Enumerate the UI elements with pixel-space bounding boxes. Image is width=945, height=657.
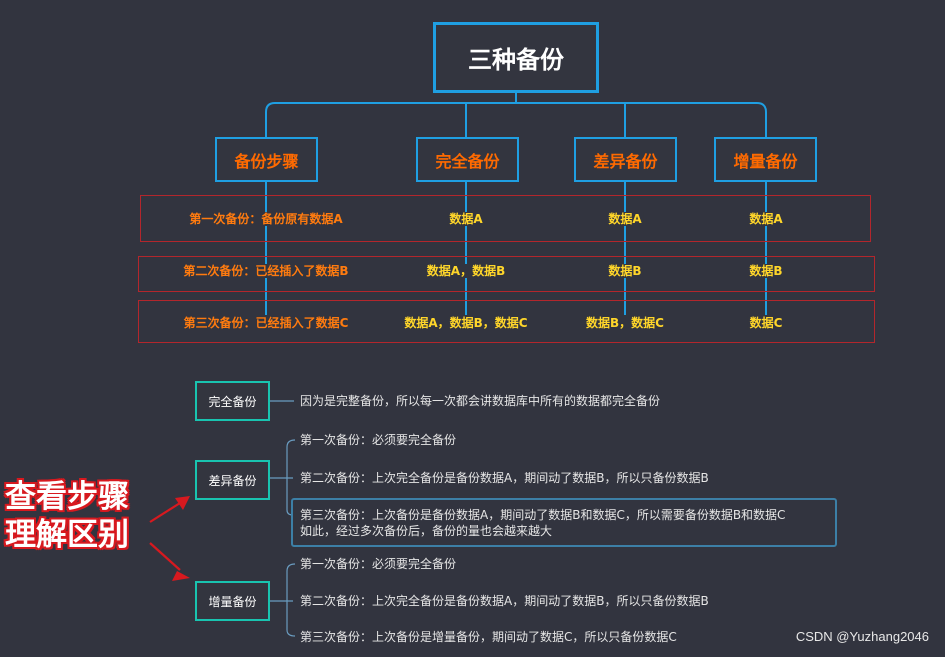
diff-step-2: 第二次备份：上次完全备份是备份数据A，期间动了数据B，所以只备份数据B (300, 471, 709, 485)
row-2-incr: 数据B (747, 264, 785, 278)
incr-backup-node: 增量备份 (195, 581, 270, 621)
row-2-step: 第二次备份：已经插入了数据B (181, 264, 351, 278)
diff-step-3: 第三次备份：上次备份是备份数据A，期间动了数据B和数据C，所以需要备份数据B和数… (300, 508, 786, 522)
row-3-step: 第三次备份：已经插入了数据C (181, 316, 351, 330)
column-head-steps: 备份步骤 (215, 137, 318, 182)
column-head-label: 差异备份 (593, 151, 658, 171)
column-head-label: 增量备份 (733, 151, 798, 171)
row-band-1 (140, 195, 871, 242)
row-2-diff: 数据B (606, 264, 644, 278)
row-1-full: 数据A (447, 212, 485, 226)
diff-backup-label: 差异备份 (208, 473, 257, 488)
column-head-label: 备份步骤 (234, 151, 299, 171)
root-title: 三种备份 (468, 46, 564, 74)
row-band-2 (138, 256, 875, 292)
column-head-full: 完全备份 (416, 137, 519, 182)
diff-step-3-highlight (291, 498, 837, 547)
full-backup-node: 完全备份 (195, 381, 270, 421)
diff-backup-node: 差异备份 (195, 460, 270, 500)
row-2-full: 数据A，数据B (424, 264, 508, 278)
column-head-diff: 差异备份 (574, 137, 677, 182)
row-1-diff: 数据A (606, 212, 644, 226)
incr-step-3: 第三次备份：上次备份是增量备份，期间动了数据C，所以只备份数据C (300, 630, 677, 644)
watermark: CSDN @Yuzhang2046 (795, 629, 929, 644)
row-1-step: 第一次备份：备份原有数据A (187, 212, 345, 226)
incr-step-2: 第二次备份：上次完全备份是备份数据A，期间动了数据B，所以只备份数据B (300, 594, 709, 608)
full-backup-label: 完全备份 (208, 394, 257, 409)
row-3-full: 数据A，数据B，数据C (402, 316, 530, 330)
row-band-3 (138, 300, 875, 343)
annotation-line-2: 理解区别 (5, 517, 129, 553)
column-head-incr: 增量备份 (714, 137, 817, 182)
diff-step-1: 第一次备份：必须要完全备份 (300, 433, 457, 447)
column-head-label: 完全备份 (435, 151, 500, 171)
annotation-callout: 查看步骤 理解区别 (5, 478, 145, 554)
row-3-incr: 数据C (747, 316, 785, 330)
annotation-line-1: 查看步骤 (5, 479, 129, 515)
root-node: 三种备份 (433, 22, 599, 93)
row-1-incr: 数据A (747, 212, 785, 226)
full-backup-description: 因为是完整备份，所以每一次都会讲数据库中所有的数据都完全备份 (300, 394, 661, 408)
incr-step-1: 第一次备份：必须要完全备份 (300, 557, 457, 571)
diff-step-3-note: 如此，经过多次备份后，备份的量也会越来越大 (300, 524, 553, 538)
row-3-diff: 数据B，数据C (584, 316, 666, 330)
incr-backup-label: 增量备份 (208, 594, 257, 609)
